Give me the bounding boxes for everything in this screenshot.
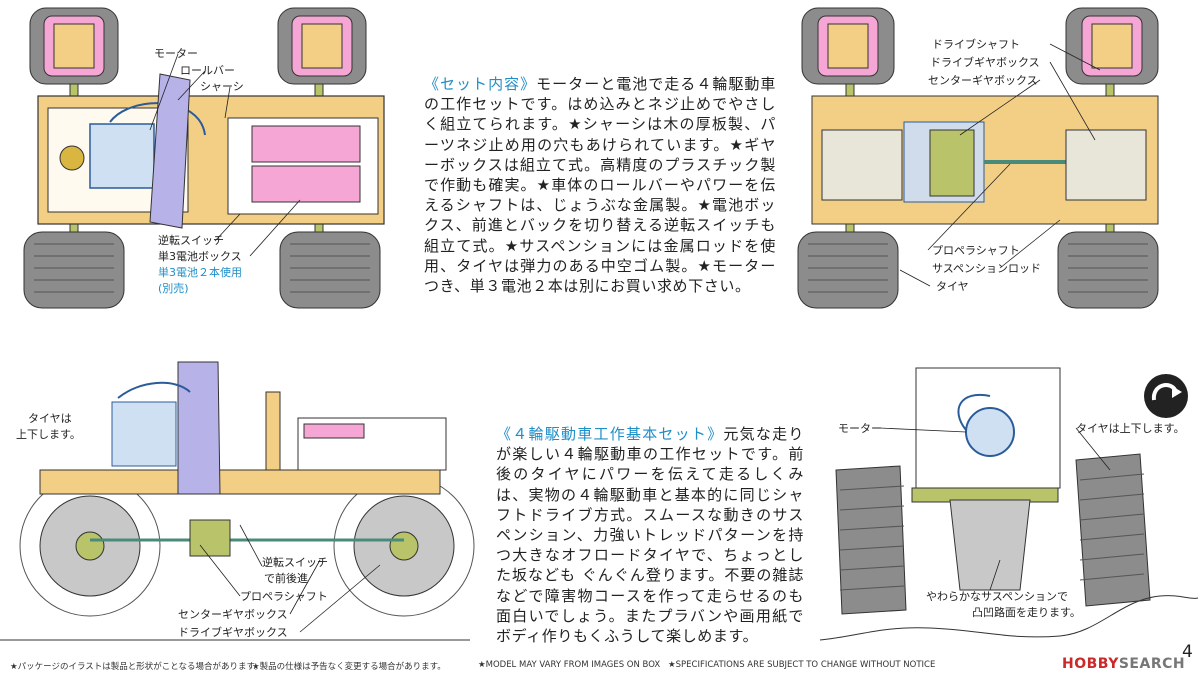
label-bumpy-road: 凸凹路面を走ります。 — [972, 606, 1081, 619]
tire-top-left-right-view — [801, 7, 895, 85]
logo-search: SEARCH — [1118, 656, 1186, 672]
tire-right-front-view — [1075, 453, 1151, 607]
label-battery-note: 単3電池２本使用 — [158, 266, 242, 279]
tire-left-front-view — [835, 465, 907, 615]
chassis-side — [39, 469, 441, 495]
tire-bottom-left-right-view — [797, 231, 899, 309]
motor-front-view — [965, 407, 1015, 457]
label-drive-gearbox-bottom: ドライブギヤボックス — [178, 626, 288, 639]
motor-side — [111, 401, 177, 467]
rear-gearbox — [1065, 129, 1147, 201]
logo-hobby: HOBBY — [1062, 656, 1119, 672]
label-motor: モーター — [154, 47, 198, 60]
label-reverse-switch: 逆転スイッチ — [158, 234, 224, 247]
label-center-gearbox: センターギヤボックス — [928, 74, 1038, 87]
gearbox-front-view — [949, 499, 1031, 591]
label-rollbar: ロールバー — [180, 64, 235, 77]
tire-bottom-right-right-view — [1057, 231, 1159, 309]
footer-note-jp-1: ★パッケージのイラストは製品と形状がことなる場合があります。 — [10, 662, 263, 672]
tire-top-left — [29, 7, 119, 85]
label-motor-front: モーター — [838, 422, 882, 435]
recycle-icon — [1144, 374, 1188, 418]
label-tire-moves-2: 上下します。 — [16, 428, 81, 441]
label-drive-shaft: ドライブシャフト — [932, 38, 1020, 51]
label-battery-box: 単3電池ボックス — [158, 250, 242, 263]
footer-note-jp-2: ★製品の仕様は予告なく変更する場合があります。 — [252, 662, 446, 672]
label-center-gearbox-bottom: センターギヤボックス — [178, 608, 288, 621]
center-gearbox-side — [189, 519, 231, 557]
basic-set-heading: 《４輪駆動車工作基本セット》 — [496, 425, 724, 443]
front-gearbox — [821, 129, 903, 201]
tire-bottom-right — [279, 231, 381, 309]
tire-top-right — [277, 7, 367, 85]
battery-1 — [251, 125, 361, 163]
label-battery-note-sold-separately: (別売) — [158, 282, 189, 295]
label-tire-moves-front: タイヤは上下します。 — [1076, 422, 1185, 435]
set-contents-paragraph: 《セット内容》モーターと電池で走る４輪駆動車の工作セットです。はめ込みとネジ止め… — [424, 74, 776, 296]
label-propeller-shaft: プロペラシャフト — [932, 244, 1020, 257]
label-drive-gearbox: ドライブギヤボックス — [930, 56, 1040, 69]
label-suspension-rod: サスペンションロッド — [932, 262, 1042, 275]
hobby-search-logo: HOBBYSEARCH — [1062, 656, 1185, 672]
label-tire: タイヤ — [936, 280, 969, 293]
bumpy-ground — [819, 595, 1199, 641]
label-fwd-rev: で前後進 — [264, 572, 308, 585]
basic-set-paragraph: 《４輪駆動車工作基本セット》元気な走りが楽しい４輪駆動車の工作セットです。前後の… — [496, 424, 804, 646]
tire-top-right-right-view — [1065, 7, 1159, 85]
label-suspension: やわらかなサスペンションで — [926, 590, 1069, 603]
battery-2 — [251, 165, 361, 203]
rollbar — [149, 73, 191, 229]
center-gearbox — [929, 129, 975, 197]
tire-bottom-left — [23, 231, 125, 309]
label-reverse-switch-bottom: 逆転スイッチ — [262, 556, 328, 569]
set-contents-heading: 《セット内容》 — [424, 75, 537, 93]
footer-note-en-2: ★SPECIFICATIONS ARE SUBJECT TO CHANGE WI… — [668, 660, 936, 670]
label-chassis: シャーシ — [200, 80, 244, 93]
label-propeller-shaft-bottom: プロペラシャフト — [240, 590, 328, 603]
rollbar-side — [177, 361, 221, 495]
set-contents-body: モーターと電池で走る４輪駆動車の工作セットです。はめ込みとネジ止めでやさしく組立… — [424, 75, 776, 296]
motor-body — [89, 123, 155, 189]
footer-note-en-1: ★MODEL MAY VARY FROM IMAGES ON BOX — [478, 660, 661, 670]
page-number: 4 — [1182, 642, 1193, 662]
label-tire-moves: タイヤは — [28, 412, 72, 425]
switch-post — [265, 391, 281, 471]
basic-set-body: 元気な走りが楽しい４輪駆動車の工作セットです。前後のタイヤにパワーを伝えて走るし… — [496, 425, 804, 646]
gear — [59, 145, 85, 171]
